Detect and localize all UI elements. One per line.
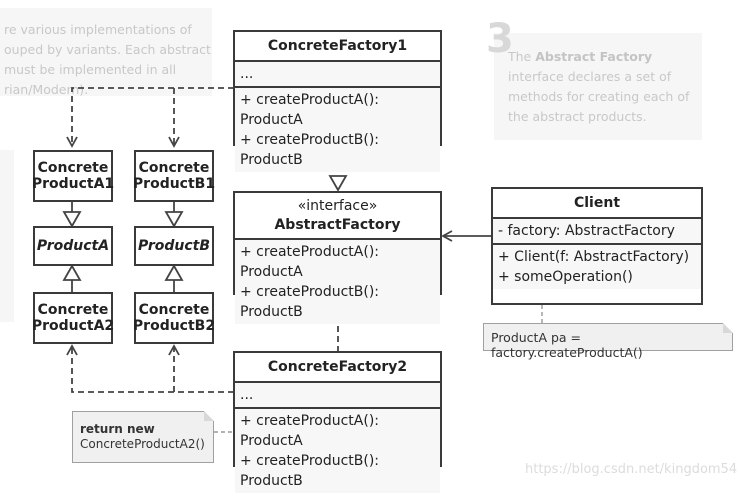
- title-line: Concrete: [37, 160, 109, 176]
- class-methods: + Client(f: AbstractFactory) + someOpera…: [493, 243, 701, 289]
- title-line: Concrete: [138, 302, 210, 318]
- class-concrete-factory1[interactable]: ConcreteFactory1 ... + createProductA():…: [233, 30, 442, 172]
- faded-note-left: re various implementations of ouped by v…: [0, 8, 212, 97]
- note-fold-icon: [204, 411, 214, 421]
- method: + Client(f: AbstractFactory): [498, 249, 690, 265]
- title-line: ProductB1: [132, 176, 216, 192]
- class-methods: + createProductA(): ProductA + createPro…: [235, 407, 440, 493]
- note-bold: return new: [80, 422, 155, 436]
- note-text: The: [508, 49, 536, 64]
- class-methods: + createProductA(): ProductA + createPro…: [235, 238, 440, 324]
- faded-note-line: ouped by variants. Each abstract: [4, 42, 211, 57]
- class-title-block: «interface» AbstractFactory: [235, 193, 440, 238]
- faded-note-right: 3 The Abstract Factory interface declare…: [486, 19, 702, 140]
- faded-note-line: re various implementations of: [4, 22, 192, 37]
- method: + createProductA(): ProductA: [240, 244, 379, 280]
- inherit-b2-head: [164, 264, 184, 281]
- title-line: Concrete: [37, 302, 109, 318]
- class-fields: ...: [235, 60, 440, 86]
- title-line: ProductA2: [31, 318, 115, 334]
- class-concrete-factory2[interactable]: ConcreteFactory2 ... + createProductA():…: [233, 351, 442, 493]
- dependency-cf1-a1: [66, 87, 234, 148]
- faded-note-line: rian/Modern).: [4, 82, 89, 97]
- note-bold: Abstract Factory: [535, 49, 653, 64]
- method: + createProductB(): ProductB: [240, 284, 380, 320]
- faded-panel: [0, 150, 14, 322]
- title-line: ProductB2: [132, 318, 216, 334]
- title-line: ProductA1: [31, 176, 115, 192]
- method: + createProductA(): ProductA: [240, 92, 379, 128]
- note-text: ProductA pa = factory.createProductA(): [491, 330, 643, 360]
- title-line: Concrete: [138, 160, 210, 176]
- realization-cf1-head: [328, 175, 348, 192]
- class-fields: ...: [235, 381, 440, 407]
- inherit-b1-head: [164, 211, 184, 228]
- faded-note-line: must be implemented in all: [4, 62, 177, 77]
- note-fold-icon: [723, 323, 733, 333]
- class-title: Client: [493, 189, 701, 217]
- class-title: ConcreteFactory1: [235, 32, 440, 60]
- dependency-cf2-a2: [66, 344, 234, 393]
- class-title: AbstractFactory: [274, 217, 401, 233]
- class-title: ConcreteFactory2: [235, 353, 440, 381]
- interface-abstract-factory[interactable]: «interface» AbstractFactory + createProd…: [233, 191, 442, 324]
- client-code-note: ProductA pa = factory.createProductA(): [483, 323, 733, 360]
- method: + createProductB(): ProductB: [240, 132, 380, 168]
- class-methods: + createProductA(): ProductA + createPro…: [235, 86, 440, 172]
- note-text: ConcreteProductA2(): [80, 437, 205, 451]
- watermark: https://blog.csdn.net/kingdom54: [525, 462, 738, 477]
- interface-product-a[interactable]: ProductA: [33, 226, 113, 266]
- return-code-note: return new ConcreteProductA2(): [72, 411, 214, 463]
- note-text: interface declares a set of methods for …: [508, 69, 690, 124]
- method: + someOperation(): [498, 269, 633, 285]
- inherit-a2-head: [62, 264, 82, 281]
- class-client[interactable]: Client - factory: AbstractFactory + Clie…: [491, 187, 703, 305]
- method: + createProductA(): ProductA: [240, 413, 379, 449]
- class-fields: - factory: AbstractFactory: [493, 217, 701, 243]
- interface-product-b[interactable]: ProductB: [134, 226, 214, 266]
- inherit-a1-head: [62, 211, 82, 228]
- method: + createProductB(): ProductB: [240, 453, 380, 489]
- stereotype: «interface»: [297, 198, 378, 214]
